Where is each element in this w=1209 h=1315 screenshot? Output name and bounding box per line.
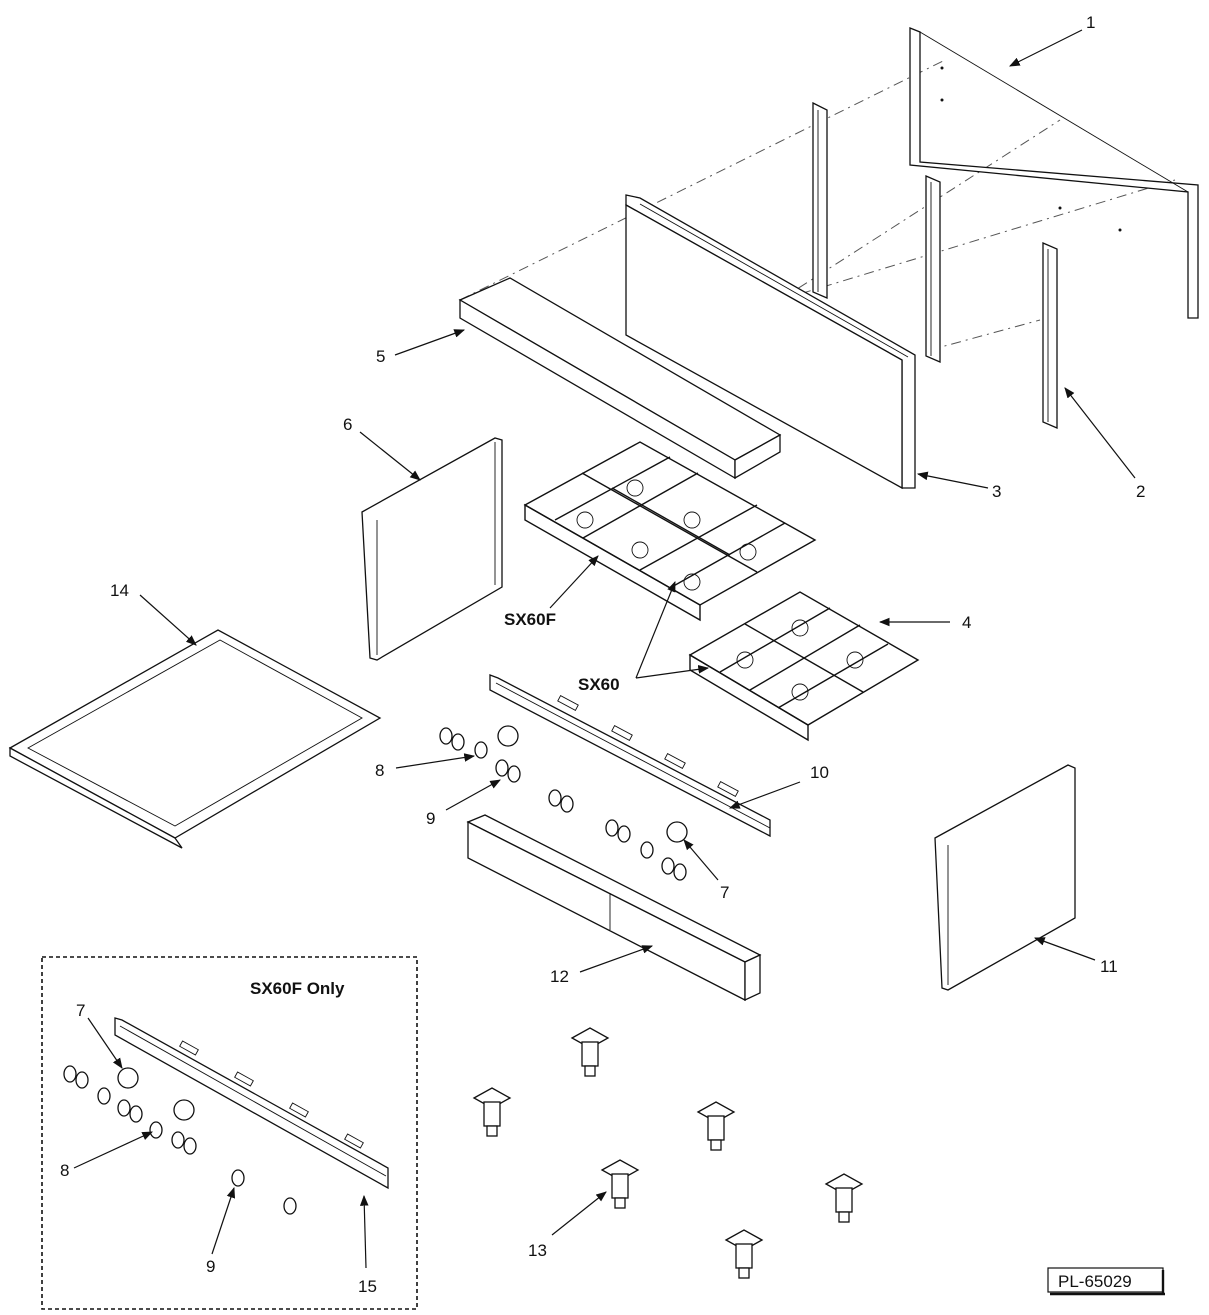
inset-callout-9: 9 <box>206 1257 215 1276</box>
part-front-rail <box>466 814 762 1002</box>
callout-12: 12 <box>550 967 569 986</box>
callout-6: 6 <box>343 415 352 434</box>
callout-5: 5 <box>376 347 385 366</box>
callout-13: 13 <box>528 1241 547 1260</box>
callout-9: 9 <box>426 809 435 828</box>
callout-14: 14 <box>110 581 129 600</box>
inset-callout-8: 8 <box>60 1161 69 1180</box>
part-rail-brackets <box>812 101 1058 429</box>
part-back-panel <box>909 27 1199 319</box>
part-control-knobs <box>439 725 688 881</box>
inset-knobs <box>63 1065 297 1215</box>
part-grate-sx60f <box>523 441 817 622</box>
inset-title: SX60F Only <box>250 979 345 998</box>
callout-10: 10 <box>810 763 829 782</box>
inset-callout-7: 7 <box>76 1001 85 1020</box>
leader-arrows <box>139 29 1136 1236</box>
part-grate-sx60 <box>688 591 920 742</box>
callout-labels: 1 2 3 4 5 6 7 8 9 10 11 12 13 14 SX60F S… <box>110 13 1145 1260</box>
drawing-number-box: PL-65029 <box>1047 1267 1165 1296</box>
callout-11: 11 <box>1100 957 1118 976</box>
part-rear-panel <box>625 194 916 490</box>
inset-manifold-panel <box>114 1017 389 1190</box>
part-top-trim <box>458 277 782 480</box>
assembly-guide-lines <box>459 59 1176 351</box>
callout-3: 3 <box>992 482 1001 501</box>
part-right-side-panel <box>934 764 1076 991</box>
model-label-sx60: SX60 <box>578 675 620 694</box>
part-tray <box>8 629 382 849</box>
part-manifold-panel <box>489 674 771 838</box>
callout-8: 8 <box>375 761 384 780</box>
callout-4: 4 <box>962 613 971 632</box>
inset-callout-15: 15 <box>358 1277 377 1296</box>
drawing-number: PL-65029 <box>1058 1272 1132 1291</box>
part-left-side-panel <box>361 437 503 661</box>
part-legs <box>472 1027 864 1279</box>
callout-1: 1 <box>1086 13 1095 32</box>
callout-2: 2 <box>1136 482 1145 501</box>
model-label-sx60f: SX60F <box>504 610 556 629</box>
inset-sx60f-only: SX60F Only 7 8 9 15 <box>41 956 418 1310</box>
callout-7: 7 <box>720 883 729 902</box>
